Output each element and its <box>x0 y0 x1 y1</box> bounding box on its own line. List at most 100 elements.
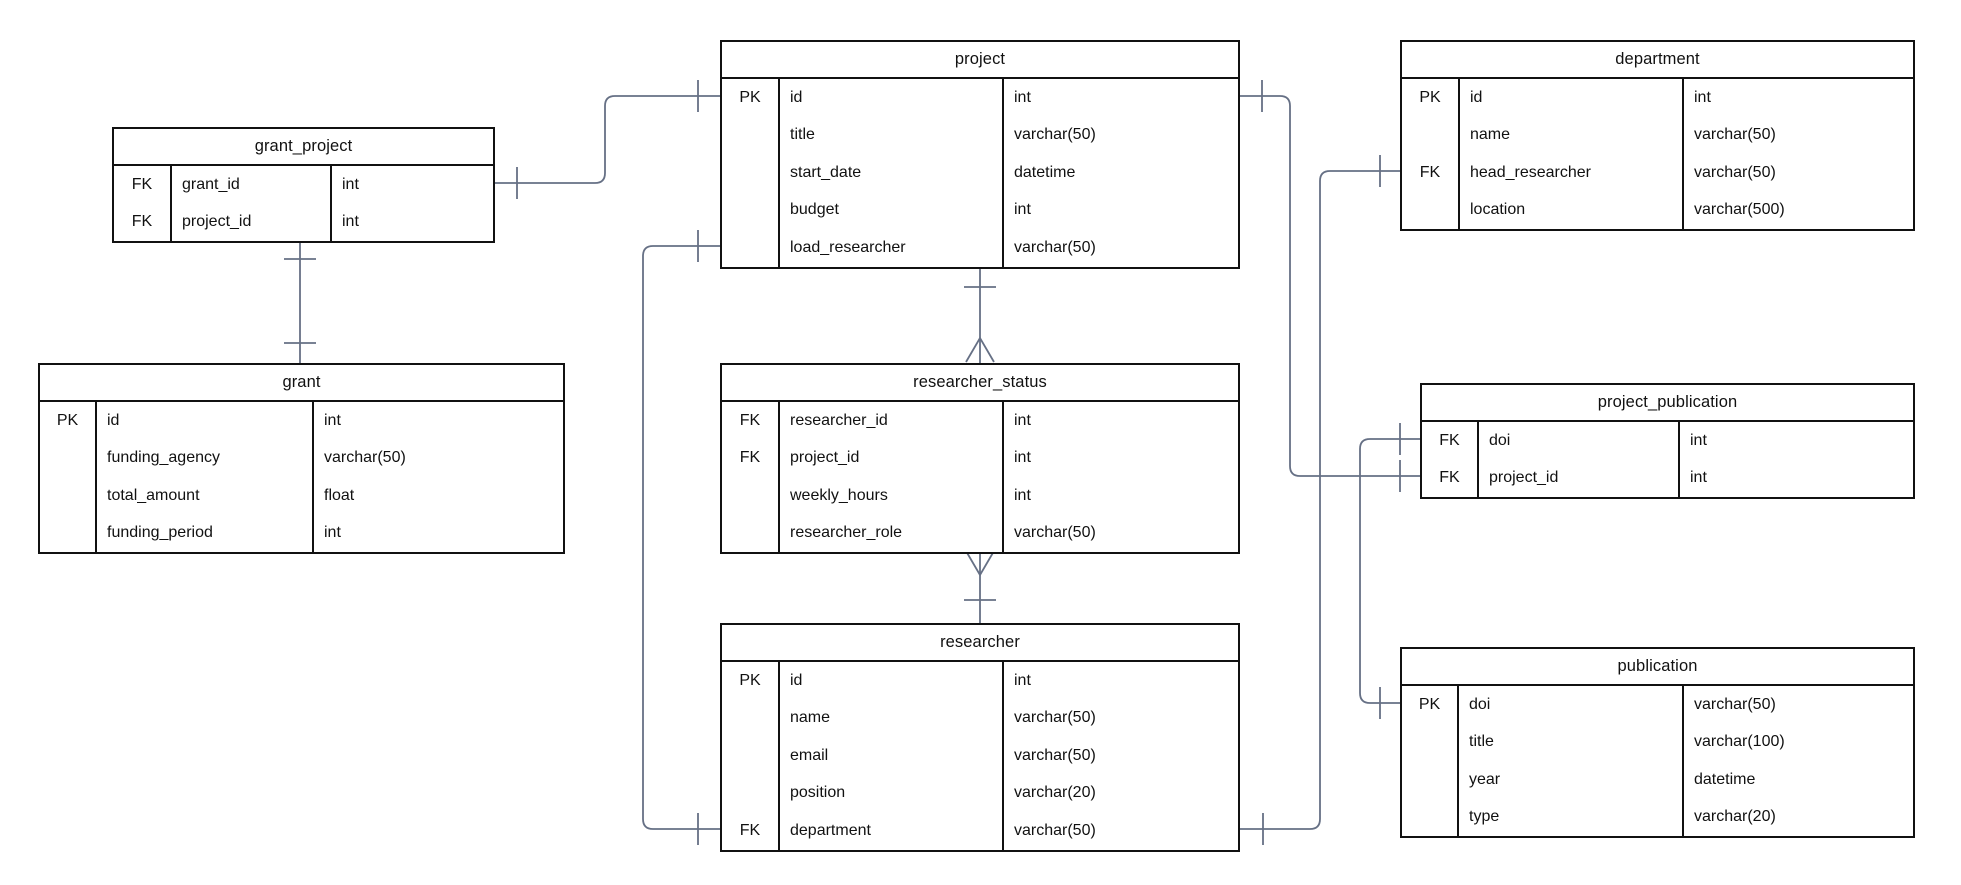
column-name: doi <box>1459 686 1684 724</box>
connector-line <box>1240 95 1420 477</box>
column-type: varchar(500) <box>1694 201 1785 219</box>
column-type: varchar(50) <box>1014 709 1096 727</box>
column-name: location <box>1460 191 1684 229</box>
entity-department[interactable]: department PK id int name varchar(50) FK… <box>1400 40 1915 231</box>
key-badge: PK <box>1402 79 1460 117</box>
key-badge: PK <box>1402 686 1459 724</box>
key-badge <box>722 154 780 192</box>
column-type: int <box>342 213 359 231</box>
connector-line <box>495 95 720 184</box>
column-name: name <box>1460 116 1684 154</box>
relationship-project-researcher-left <box>642 230 720 845</box>
column-name: email <box>780 737 1004 775</box>
column-name: weekly_hours <box>780 477 1004 515</box>
column-name: grant_id <box>172 166 332 204</box>
cardinality-many-crow-foot <box>965 550 995 577</box>
entity-body: PK id int name varchar(50) FK head_resea… <box>1402 79 1913 229</box>
entity-title: department <box>1402 42 1913 79</box>
column-name: researcher_id <box>780 402 1004 440</box>
key-badge <box>1402 116 1460 154</box>
entity-project_publication[interactable]: project_publication FK doi int FK projec… <box>1420 383 1915 499</box>
entity-grant[interactable]: grant PK id int funding_agency varchar(5… <box>38 363 565 554</box>
column-name: year <box>1459 761 1684 799</box>
key-badge <box>722 699 780 737</box>
entity-researcher_status[interactable]: researcher_status FK researcher_id int F… <box>720 363 1240 554</box>
key-badge: FK <box>1402 154 1460 192</box>
key-badge <box>722 477 780 515</box>
entity-title: grant_project <box>114 129 493 166</box>
column-type: varchar(50) <box>1014 746 1096 764</box>
entity-publication[interactable]: publication PK doi varchar(50) title var… <box>1400 647 1915 838</box>
column-type: varchar(50) <box>324 449 406 467</box>
column-type: int <box>324 411 341 429</box>
key-badge: PK <box>722 79 780 117</box>
entity-researcher[interactable]: researcher PK id int name varchar(50) em… <box>720 623 1240 852</box>
column-name: doi <box>1479 422 1680 460</box>
column-name: id <box>780 79 1004 117</box>
entity-grant_project[interactable]: grant_project FK grant_id int FK project… <box>112 127 495 243</box>
column-name: type <box>1459 798 1684 836</box>
key-badge: FK <box>722 402 780 440</box>
column-name: id <box>97 402 314 440</box>
column-type: varchar(50) <box>1014 524 1096 542</box>
column-name: researcher_role <box>780 514 1004 552</box>
column-type: int <box>1014 201 1031 219</box>
key-badge <box>722 229 780 267</box>
key-badge: PK <box>40 402 97 440</box>
column-name: position <box>780 774 1004 812</box>
relationship-grant_project-grant <box>284 239 316 363</box>
column-name: load_researcher <box>780 229 1004 267</box>
key-badge <box>1402 761 1459 799</box>
column-type: varchar(100) <box>1694 733 1785 751</box>
key-badge: FK <box>114 203 172 241</box>
relationship-publication-project_publication <box>1359 423 1420 719</box>
column-name: id <box>1460 79 1684 117</box>
key-badge: FK <box>1422 422 1479 460</box>
column-type: int <box>342 175 359 193</box>
column-type: int <box>1014 411 1031 429</box>
column-name: project_id <box>780 439 1004 477</box>
connector-line <box>642 245 720 830</box>
key-badge <box>722 514 780 552</box>
entity-body: FK researcher_id int FK project_id int w… <box>722 402 1238 552</box>
entity-body: FK doi int FK project_id int <box>1422 422 1913 497</box>
column-type: varchar(50) <box>1694 163 1776 181</box>
column-name: department <box>780 812 1004 850</box>
column-name: project_id <box>172 203 332 241</box>
entity-title: project <box>722 42 1238 79</box>
column-type: varchar(50) <box>1014 238 1096 256</box>
key-badge <box>722 774 780 812</box>
entity-title: researcher <box>722 625 1238 662</box>
relationship-grant_project-project <box>495 80 720 199</box>
column-type: varchar(50) <box>1694 126 1776 144</box>
key-badge: FK <box>114 166 172 204</box>
column-name: funding_period <box>97 514 314 552</box>
key-badge: FK <box>722 812 780 850</box>
column-type: datetime <box>1694 770 1756 788</box>
column-name: funding_agency <box>97 439 314 477</box>
column-name: title <box>780 116 1004 154</box>
relationship-researcher_status-researcher <box>964 550 996 623</box>
entity-title: researcher_status <box>722 365 1238 402</box>
key-badge <box>40 439 97 477</box>
column-type: varchar(50) <box>1014 821 1096 839</box>
key-badge: FK <box>722 439 780 477</box>
entity-body: FK grant_id int FK project_id int <box>114 166 493 241</box>
key-badge <box>1402 723 1459 761</box>
column-name: id <box>780 662 1004 700</box>
cardinality-many-crow-foot <box>965 336 995 363</box>
connector-line <box>1240 170 1400 830</box>
column-type: float <box>324 486 355 504</box>
column-name: total_amount <box>97 477 314 515</box>
column-type: int <box>1690 431 1707 449</box>
column-name: budget <box>780 191 1004 229</box>
column-type: datetime <box>1014 163 1076 181</box>
key-badge <box>1402 798 1459 836</box>
key-badge <box>40 477 97 515</box>
entity-project[interactable]: project PK id int title varchar(50) star… <box>720 40 1240 269</box>
key-badge: FK <box>1422 459 1479 497</box>
relationship-department-researcher <box>1240 155 1400 845</box>
key-badge <box>1402 191 1460 229</box>
